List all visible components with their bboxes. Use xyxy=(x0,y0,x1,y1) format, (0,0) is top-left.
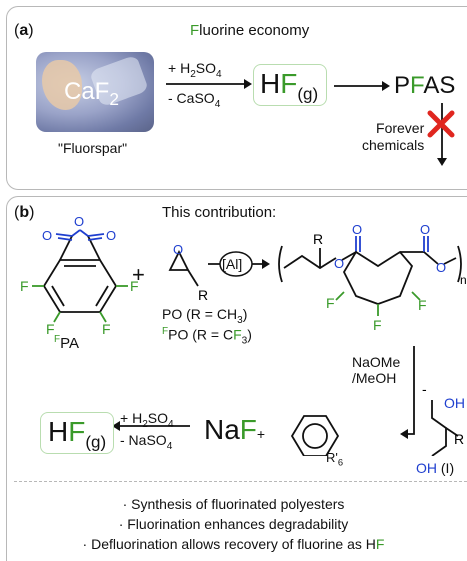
bullet-1: · Synthesis of fluorinated polyesters xyxy=(122,496,345,512)
diol-r: R xyxy=(454,431,464,447)
plus-sign-b: + xyxy=(132,262,145,287)
polymer-ester-o-1: O xyxy=(334,256,344,271)
polymer-ester-o-2: O xyxy=(436,260,446,275)
hf-box-b xyxy=(40,412,114,454)
epoxide-o: O xyxy=(173,242,183,257)
po-label: PO (R = CH3) xyxy=(162,306,248,326)
caf2-formula: CaF2 xyxy=(64,78,119,109)
reagent-naso4: - NaSO4 xyxy=(120,432,173,452)
diol-oh-top: OH xyxy=(444,395,465,411)
reagent-h2so4-a: + H2SO4 xyxy=(168,60,222,80)
panel-a-label: (a) xyxy=(14,22,34,39)
polymer-f-bottom: F xyxy=(373,317,382,333)
panel-a-arrows xyxy=(166,79,455,166)
diol-structure xyxy=(431,400,459,456)
epoxide-structure xyxy=(168,249,199,287)
fluorspar-caption: "Fluorspar" xyxy=(58,140,128,156)
catalyst-circle xyxy=(219,251,253,277)
reagent-caso4: - CaSO4 xyxy=(168,90,221,110)
fpo-label: FPO (R = CF3) xyxy=(162,326,252,347)
fpa-structure xyxy=(32,229,128,323)
polyester-structure xyxy=(278,236,462,316)
panel-a-title: Fluorine economy xyxy=(190,22,310,39)
fpa-f-bottom-left: F xyxy=(46,321,55,337)
polymer-f-right: F xyxy=(418,297,427,313)
divider xyxy=(14,481,467,482)
fpa-label: FPA xyxy=(54,334,80,352)
benzene-substituent: R'6 xyxy=(326,450,344,468)
polymer-carbonyl-o-2: O xyxy=(420,222,430,237)
polymer-f-left: F xyxy=(326,295,335,311)
naome-label: NaOMe/MeOH xyxy=(352,354,401,386)
naf-label: NaF+ xyxy=(204,414,266,445)
fpa-f-bottom-right: F xyxy=(102,321,111,337)
panel-b-scheme: O O O F F F F O R R O O O O n F F F xyxy=(20,214,467,456)
fpa-ring-o: O xyxy=(74,214,84,229)
benzene-structure xyxy=(290,415,340,456)
bullet-2: · Fluorination enhances degradability xyxy=(118,516,349,532)
fpa-f-right: F xyxy=(130,278,139,294)
catalyst-label: [Al] xyxy=(222,256,243,272)
fluorspar-photo xyxy=(36,52,154,132)
reagent-h2so4-b: + H2SO4 xyxy=(120,410,174,430)
fpa-carbonyl-o-left: O xyxy=(42,228,52,243)
hf-box-a xyxy=(253,64,327,106)
pfas-label: PFAS xyxy=(394,72,456,99)
cross-icon xyxy=(427,110,455,138)
fpa-f-left: F xyxy=(20,278,29,294)
arrow-degradation xyxy=(408,346,415,435)
polymer-r: R xyxy=(313,231,323,247)
polymer-n: n xyxy=(460,273,467,287)
hf-gas-a: HF(g) xyxy=(260,68,319,104)
epoxide-r: R xyxy=(198,287,208,303)
fpa-carbonyl-o-right: O xyxy=(106,228,116,243)
panel-b-label: (b) xyxy=(14,204,35,221)
polymer-carbonyl-o-1: O xyxy=(352,222,362,237)
diol-minus: - xyxy=(422,381,427,397)
panel-b-title: This contribution: xyxy=(162,204,277,221)
hf-gas-b: HF(g) xyxy=(48,416,107,452)
diol-oh-bottom: OH (I) xyxy=(416,460,455,476)
bullet-3: · Defluorination allows recovery of fluo… xyxy=(82,536,385,552)
